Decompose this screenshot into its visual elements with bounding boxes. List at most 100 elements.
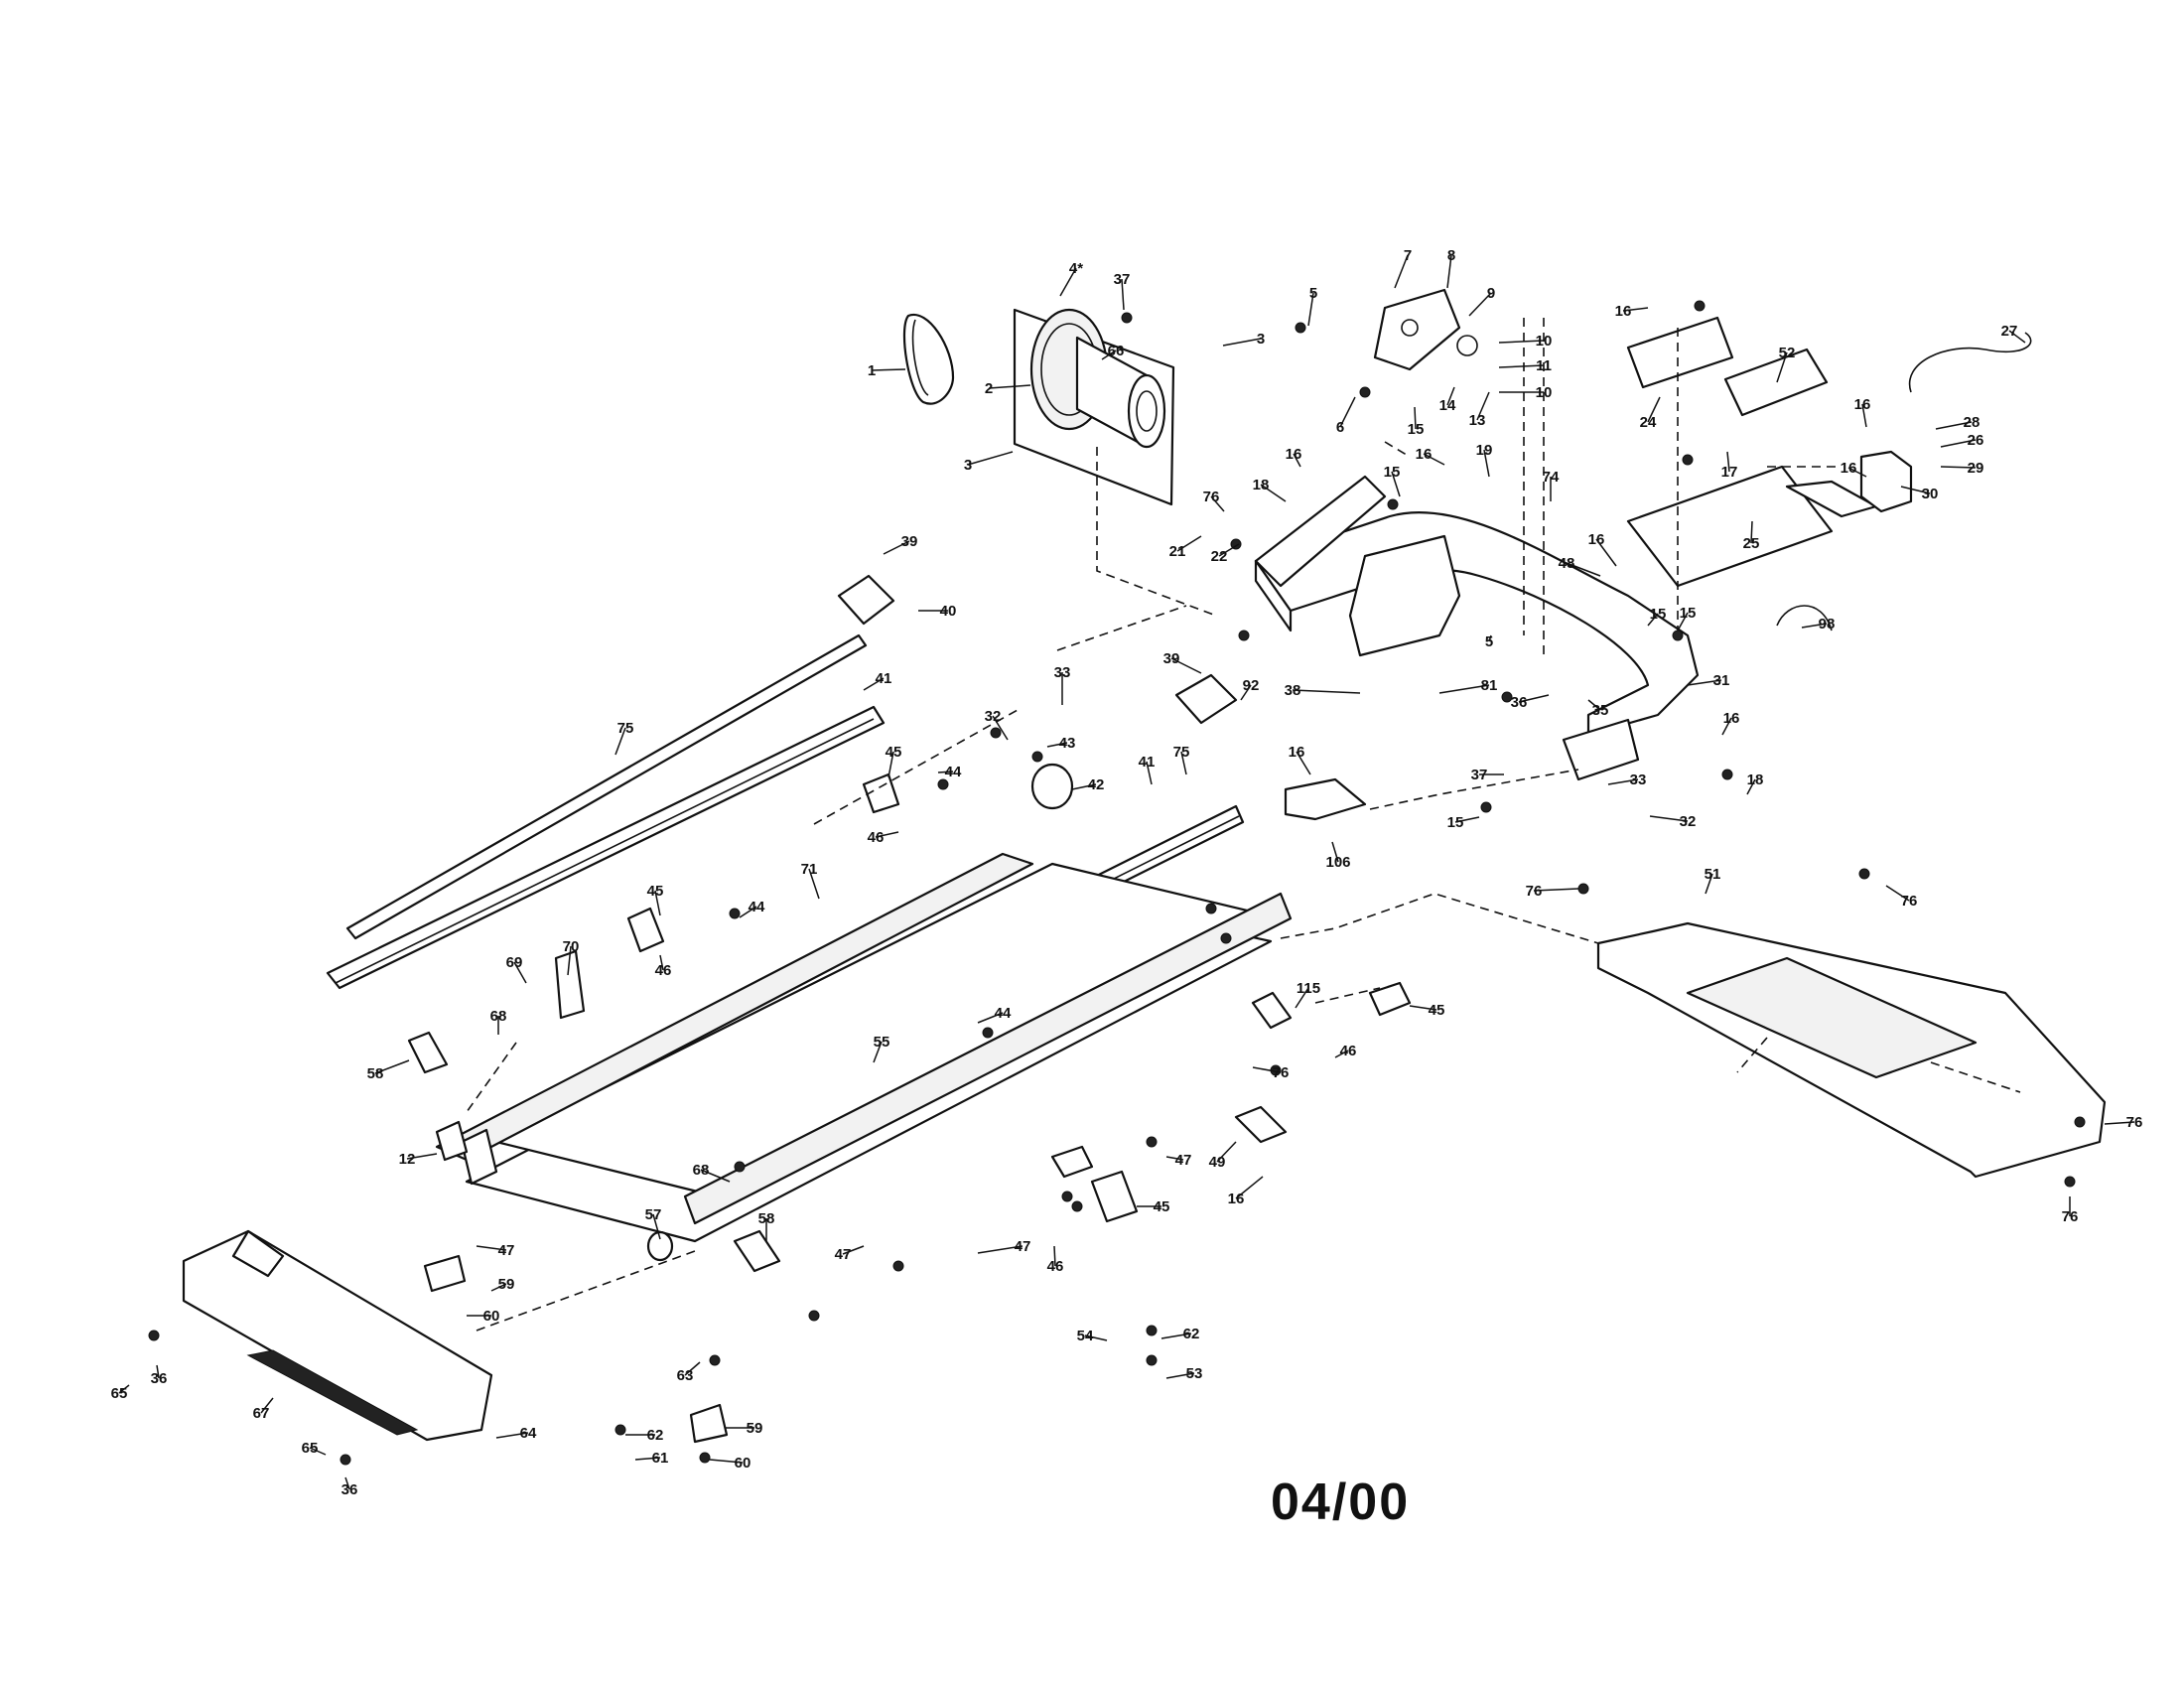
callout-leader — [1165, 1156, 1184, 1161]
controller-assembly — [1626, 316, 2032, 632]
callout-leader — [118, 1384, 130, 1394]
callout-leader — [992, 715, 1009, 741]
callout-leader — [344, 1476, 350, 1490]
callout-leader — [1900, 486, 1931, 494]
callout-1: 1 — [868, 362, 876, 379]
controller-plate — [1626, 465, 1834, 588]
callout-leader — [977, 1245, 1024, 1254]
leg-leveler-45c — [1368, 981, 1412, 1017]
callout-leader — [1647, 613, 1659, 627]
callout-leader — [495, 1432, 529, 1439]
callout-leader — [1252, 1066, 1282, 1073]
callout-leader — [406, 1153, 438, 1160]
callout-46: 46 — [655, 962, 672, 979]
callout-leader — [476, 1245, 507, 1251]
callout-leader — [1498, 364, 1545, 368]
callout-76: 76 — [1526, 883, 1543, 900]
bracket-49 — [1234, 1105, 1288, 1144]
callout-70: 70 — [563, 938, 580, 955]
callout-53: 53 — [1186, 1365, 1203, 1382]
callout-leader — [887, 751, 894, 778]
leg-leveler-45b — [626, 907, 665, 953]
rear-foot-58b — [733, 1229, 781, 1273]
callout-leader — [1940, 439, 1977, 448]
callout-leader — [156, 1364, 160, 1379]
callout-leader — [1216, 1141, 1237, 1163]
callout-17: 17 — [1721, 464, 1738, 481]
callout-39: 39 — [1163, 650, 1180, 667]
callout-leader — [808, 868, 820, 900]
callout-44: 44 — [749, 899, 765, 915]
callout-leader — [1483, 449, 1490, 478]
callout-16: 16 — [1416, 446, 1433, 463]
callout-26: 26 — [1968, 432, 1984, 449]
callout-leader — [659, 954, 664, 971]
callout-leader — [1446, 254, 1452, 289]
deck-side-frame — [683, 892, 1293, 1225]
callout-45: 45 — [1429, 1002, 1445, 1019]
callout-leader — [988, 384, 1031, 389]
callout-leader — [309, 1447, 327, 1456]
callout-65: 65 — [302, 1440, 319, 1457]
callout-66: 66 — [1108, 343, 1125, 359]
callout-60: 60 — [735, 1455, 751, 1472]
callout-leader — [977, 1012, 1004, 1024]
callout-32: 32 — [985, 708, 1002, 725]
callout-28: 28 — [1964, 414, 1980, 431]
date-code: 04/00 — [1271, 1474, 1410, 1531]
callout-15: 15 — [1447, 814, 1464, 831]
callout-45: 45 — [886, 744, 902, 761]
callout-74: 74 — [1543, 469, 1560, 486]
callout-35: 35 — [1592, 702, 1609, 719]
callout-9: 9 — [1487, 285, 1495, 302]
callout-leader — [1170, 657, 1202, 674]
callout-leader — [684, 1361, 701, 1376]
callout-68: 68 — [693, 1162, 710, 1179]
callout-45: 45 — [647, 883, 664, 900]
callout-76: 76 — [2062, 1208, 2079, 1225]
callout-61: 61 — [652, 1450, 669, 1467]
callout-leaders — [118, 254, 2135, 1490]
callout-37: 37 — [1114, 271, 1131, 288]
callout-42: 42 — [1088, 776, 1105, 793]
callout-leader — [700, 1169, 731, 1183]
callout-6: 6 — [1336, 419, 1344, 436]
callout-leader — [260, 1397, 274, 1414]
callout-leader — [634, 1457, 661, 1461]
callout-15: 15 — [1384, 464, 1401, 481]
callout-leader — [1801, 623, 1828, 629]
callout-leader — [1222, 338, 1262, 347]
controller-board — [1723, 348, 1829, 417]
callout-68: 68 — [490, 1008, 507, 1025]
rear-roller-57 — [646, 1230, 674, 1262]
deck-assembly — [435, 852, 1293, 1243]
callout-leader — [1084, 1334, 1108, 1341]
callout-leader — [1566, 562, 1601, 577]
callout-5: 5 — [1309, 285, 1317, 302]
callout-49: 49 — [1209, 1154, 1226, 1171]
bracket-70 — [554, 949, 586, 1020]
callout-81: 81 — [1481, 677, 1498, 694]
callout-33: 33 — [1054, 664, 1071, 681]
callout-leader — [1160, 1333, 1192, 1339]
callout-15: 15 — [1408, 421, 1425, 438]
callout-40: 40 — [940, 603, 957, 620]
callout-leader — [374, 1059, 410, 1074]
callout-leader — [1235, 1176, 1264, 1199]
rear-roller-end — [460, 1128, 498, 1186]
callout-leader — [1885, 885, 1910, 902]
callout-7: 7 — [1404, 247, 1412, 264]
callout-leader — [1750, 520, 1753, 544]
callout-71: 71 — [801, 861, 818, 878]
callout-41: 41 — [1139, 754, 1156, 771]
callout-16: 16 — [1615, 303, 1632, 320]
rear-roller-bolt-12 — [435, 1120, 469, 1162]
callout-leader — [1649, 815, 1689, 822]
hardware — [148, 300, 2086, 1466]
frame-front-bracket — [1254, 475, 1387, 588]
callout-leader — [883, 540, 910, 555]
callout-44: 44 — [995, 1005, 1012, 1022]
callout-leader — [1046, 742, 1068, 748]
frame-center-mount — [1348, 534, 1461, 657]
callout-51: 51 — [1705, 866, 1721, 883]
